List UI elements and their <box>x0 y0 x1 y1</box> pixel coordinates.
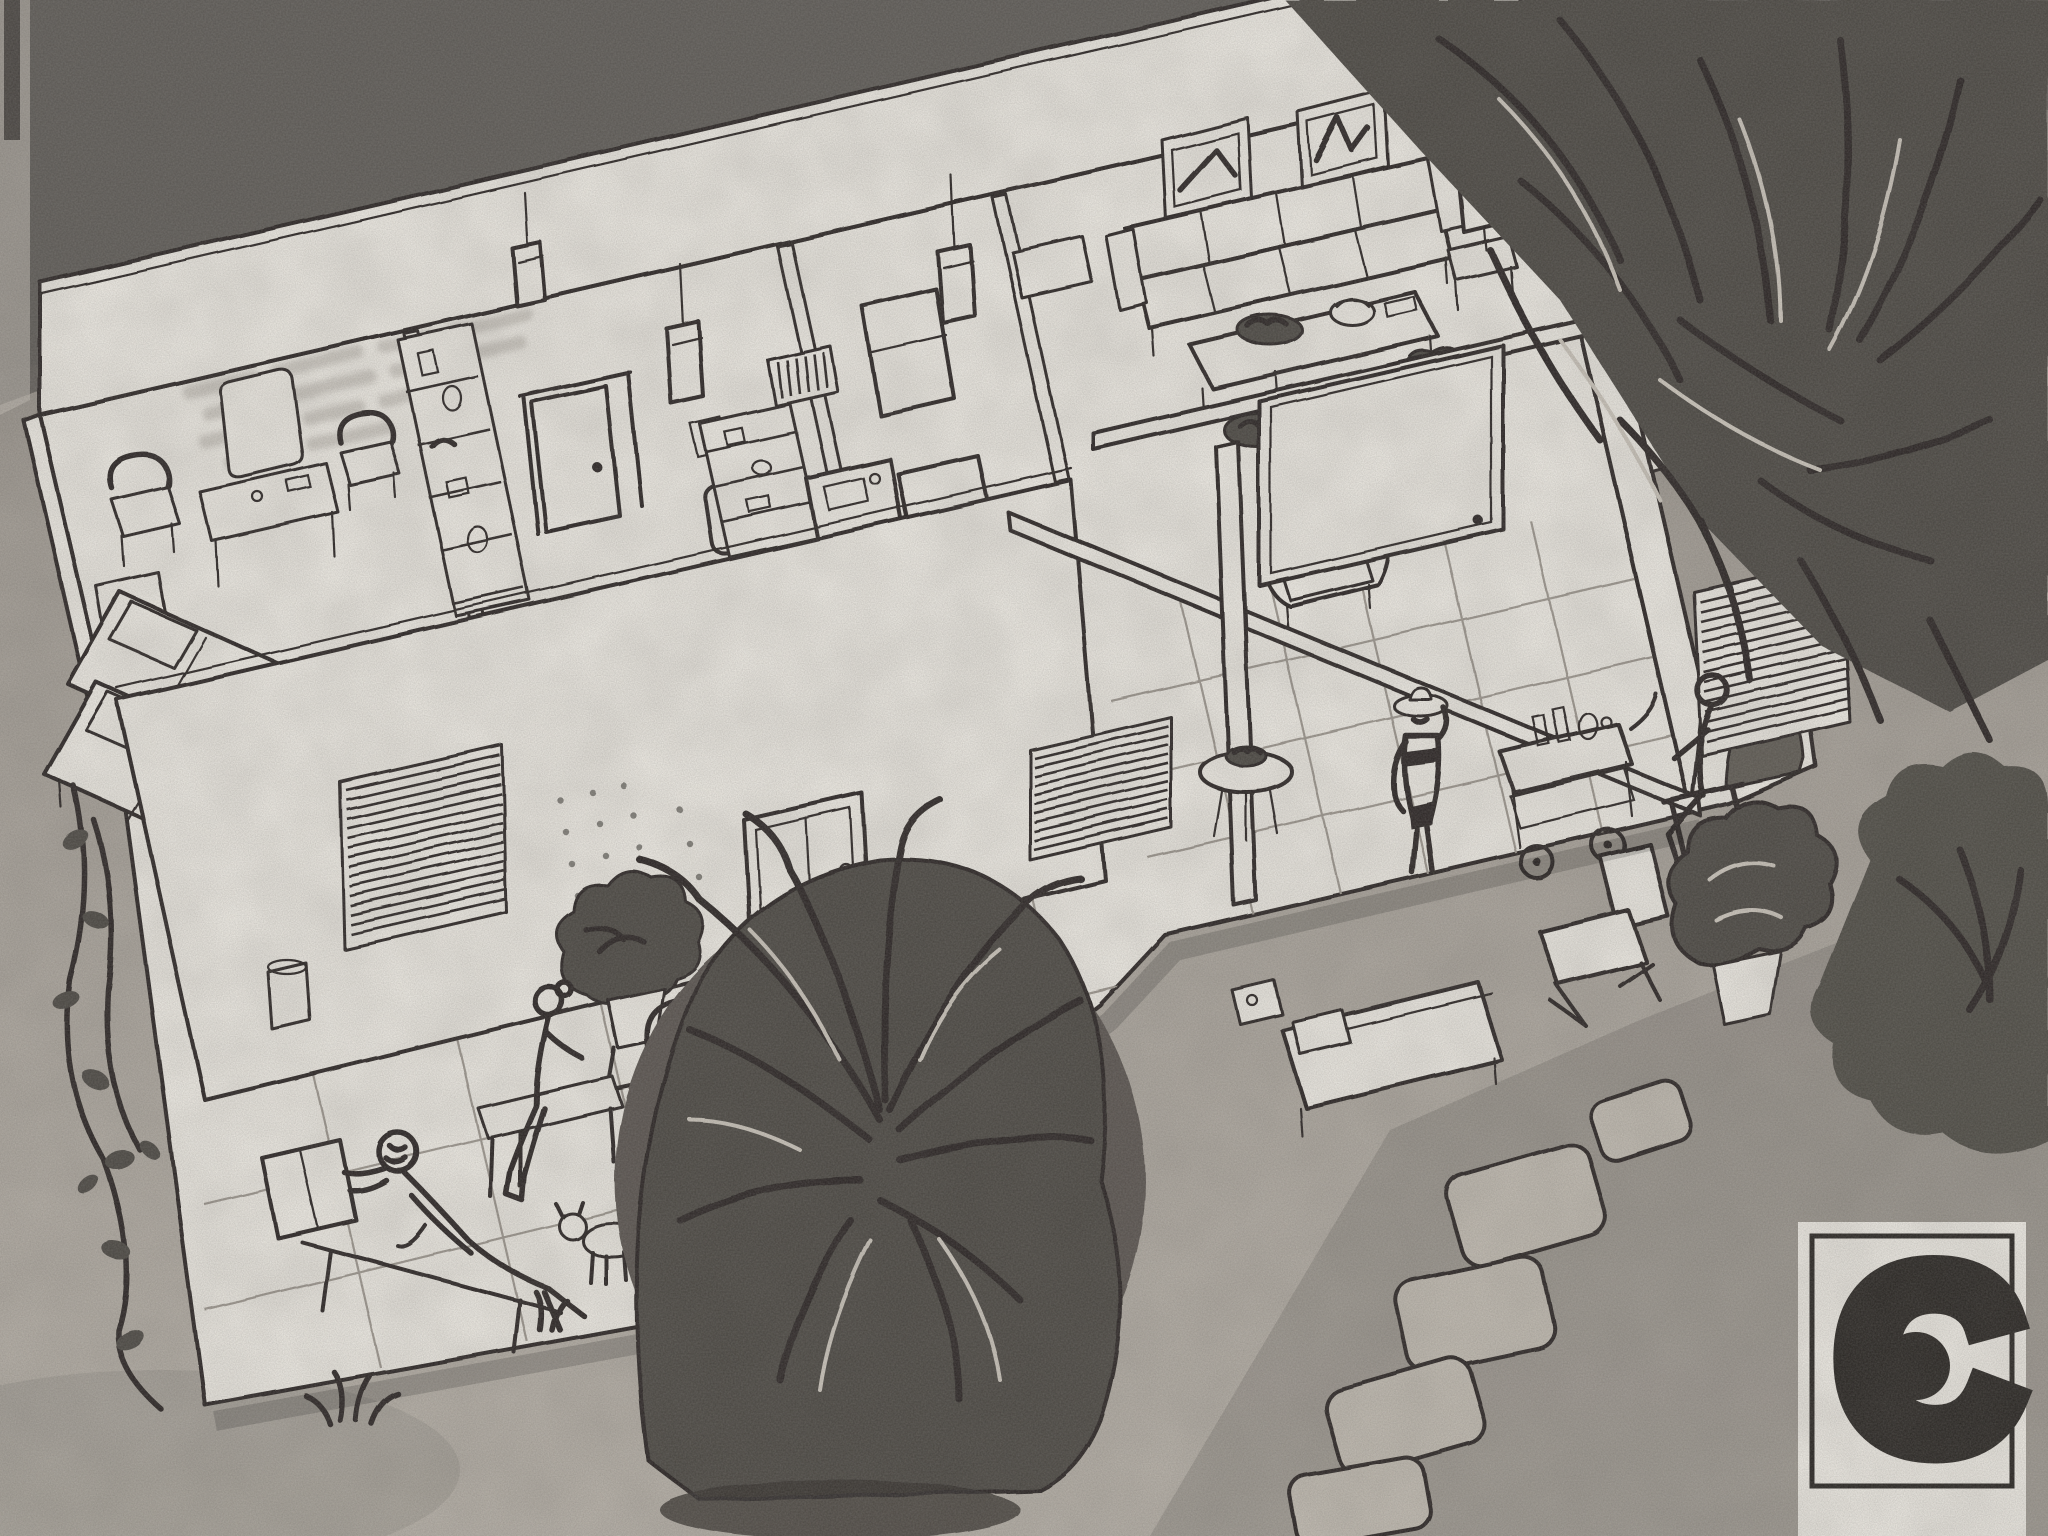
halftone-grain-salt <box>0 0 2048 1536</box>
newsprint-cutaway-illustration: C <box>0 0 2048 1536</box>
scene: C <box>0 0 2048 1536</box>
